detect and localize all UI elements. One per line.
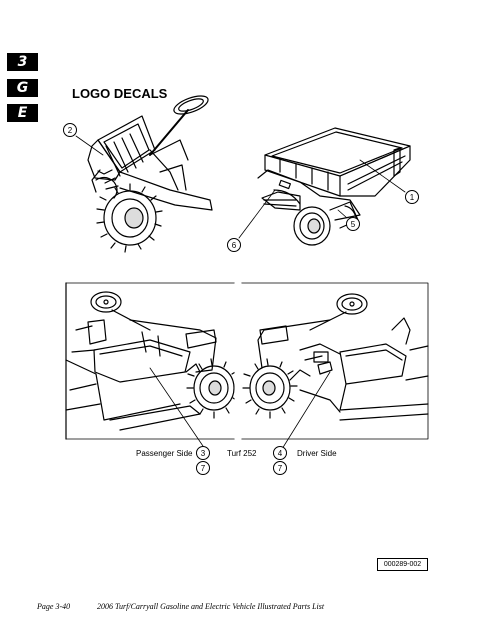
figure-frame xyxy=(65,282,429,440)
page-heading: LOGO DECALS xyxy=(72,86,168,101)
driver-side-label: Driver Side xyxy=(297,449,337,458)
callout-4: 4 xyxy=(273,446,287,460)
callout-7-right: 7 xyxy=(273,461,287,475)
section-tab-g: G xyxy=(7,79,38,97)
footer-title: 2006 Turf/Carryall Gasoline and Electric… xyxy=(97,602,325,611)
callout-6: 6 xyxy=(227,238,241,252)
figure-cargo-bed xyxy=(257,127,411,246)
leader-line xyxy=(337,209,348,219)
passenger-side-label: Passenger Side xyxy=(136,449,193,458)
leader-line xyxy=(281,371,331,450)
leader-line xyxy=(359,159,406,193)
figure-passenger-side xyxy=(65,282,242,440)
section-tab-e: E xyxy=(7,104,38,122)
figure-driver-side xyxy=(242,293,429,421)
section-tab-3: 3 xyxy=(7,53,38,71)
page-number: Page 3-40 xyxy=(37,602,71,611)
figure-front-view xyxy=(87,95,213,253)
callout-3: 3 xyxy=(196,446,210,460)
leader-line xyxy=(149,367,206,450)
callout-7-left: 7 xyxy=(196,461,210,475)
model-label: Turf 252 xyxy=(227,449,257,458)
leader-line xyxy=(238,189,276,239)
callout-1: 1 xyxy=(405,190,419,204)
callout-2: 2 xyxy=(63,123,77,137)
callout-5: 5 xyxy=(346,217,360,231)
leader-line xyxy=(75,135,104,156)
figure-code: 000289-002 xyxy=(377,558,428,571)
